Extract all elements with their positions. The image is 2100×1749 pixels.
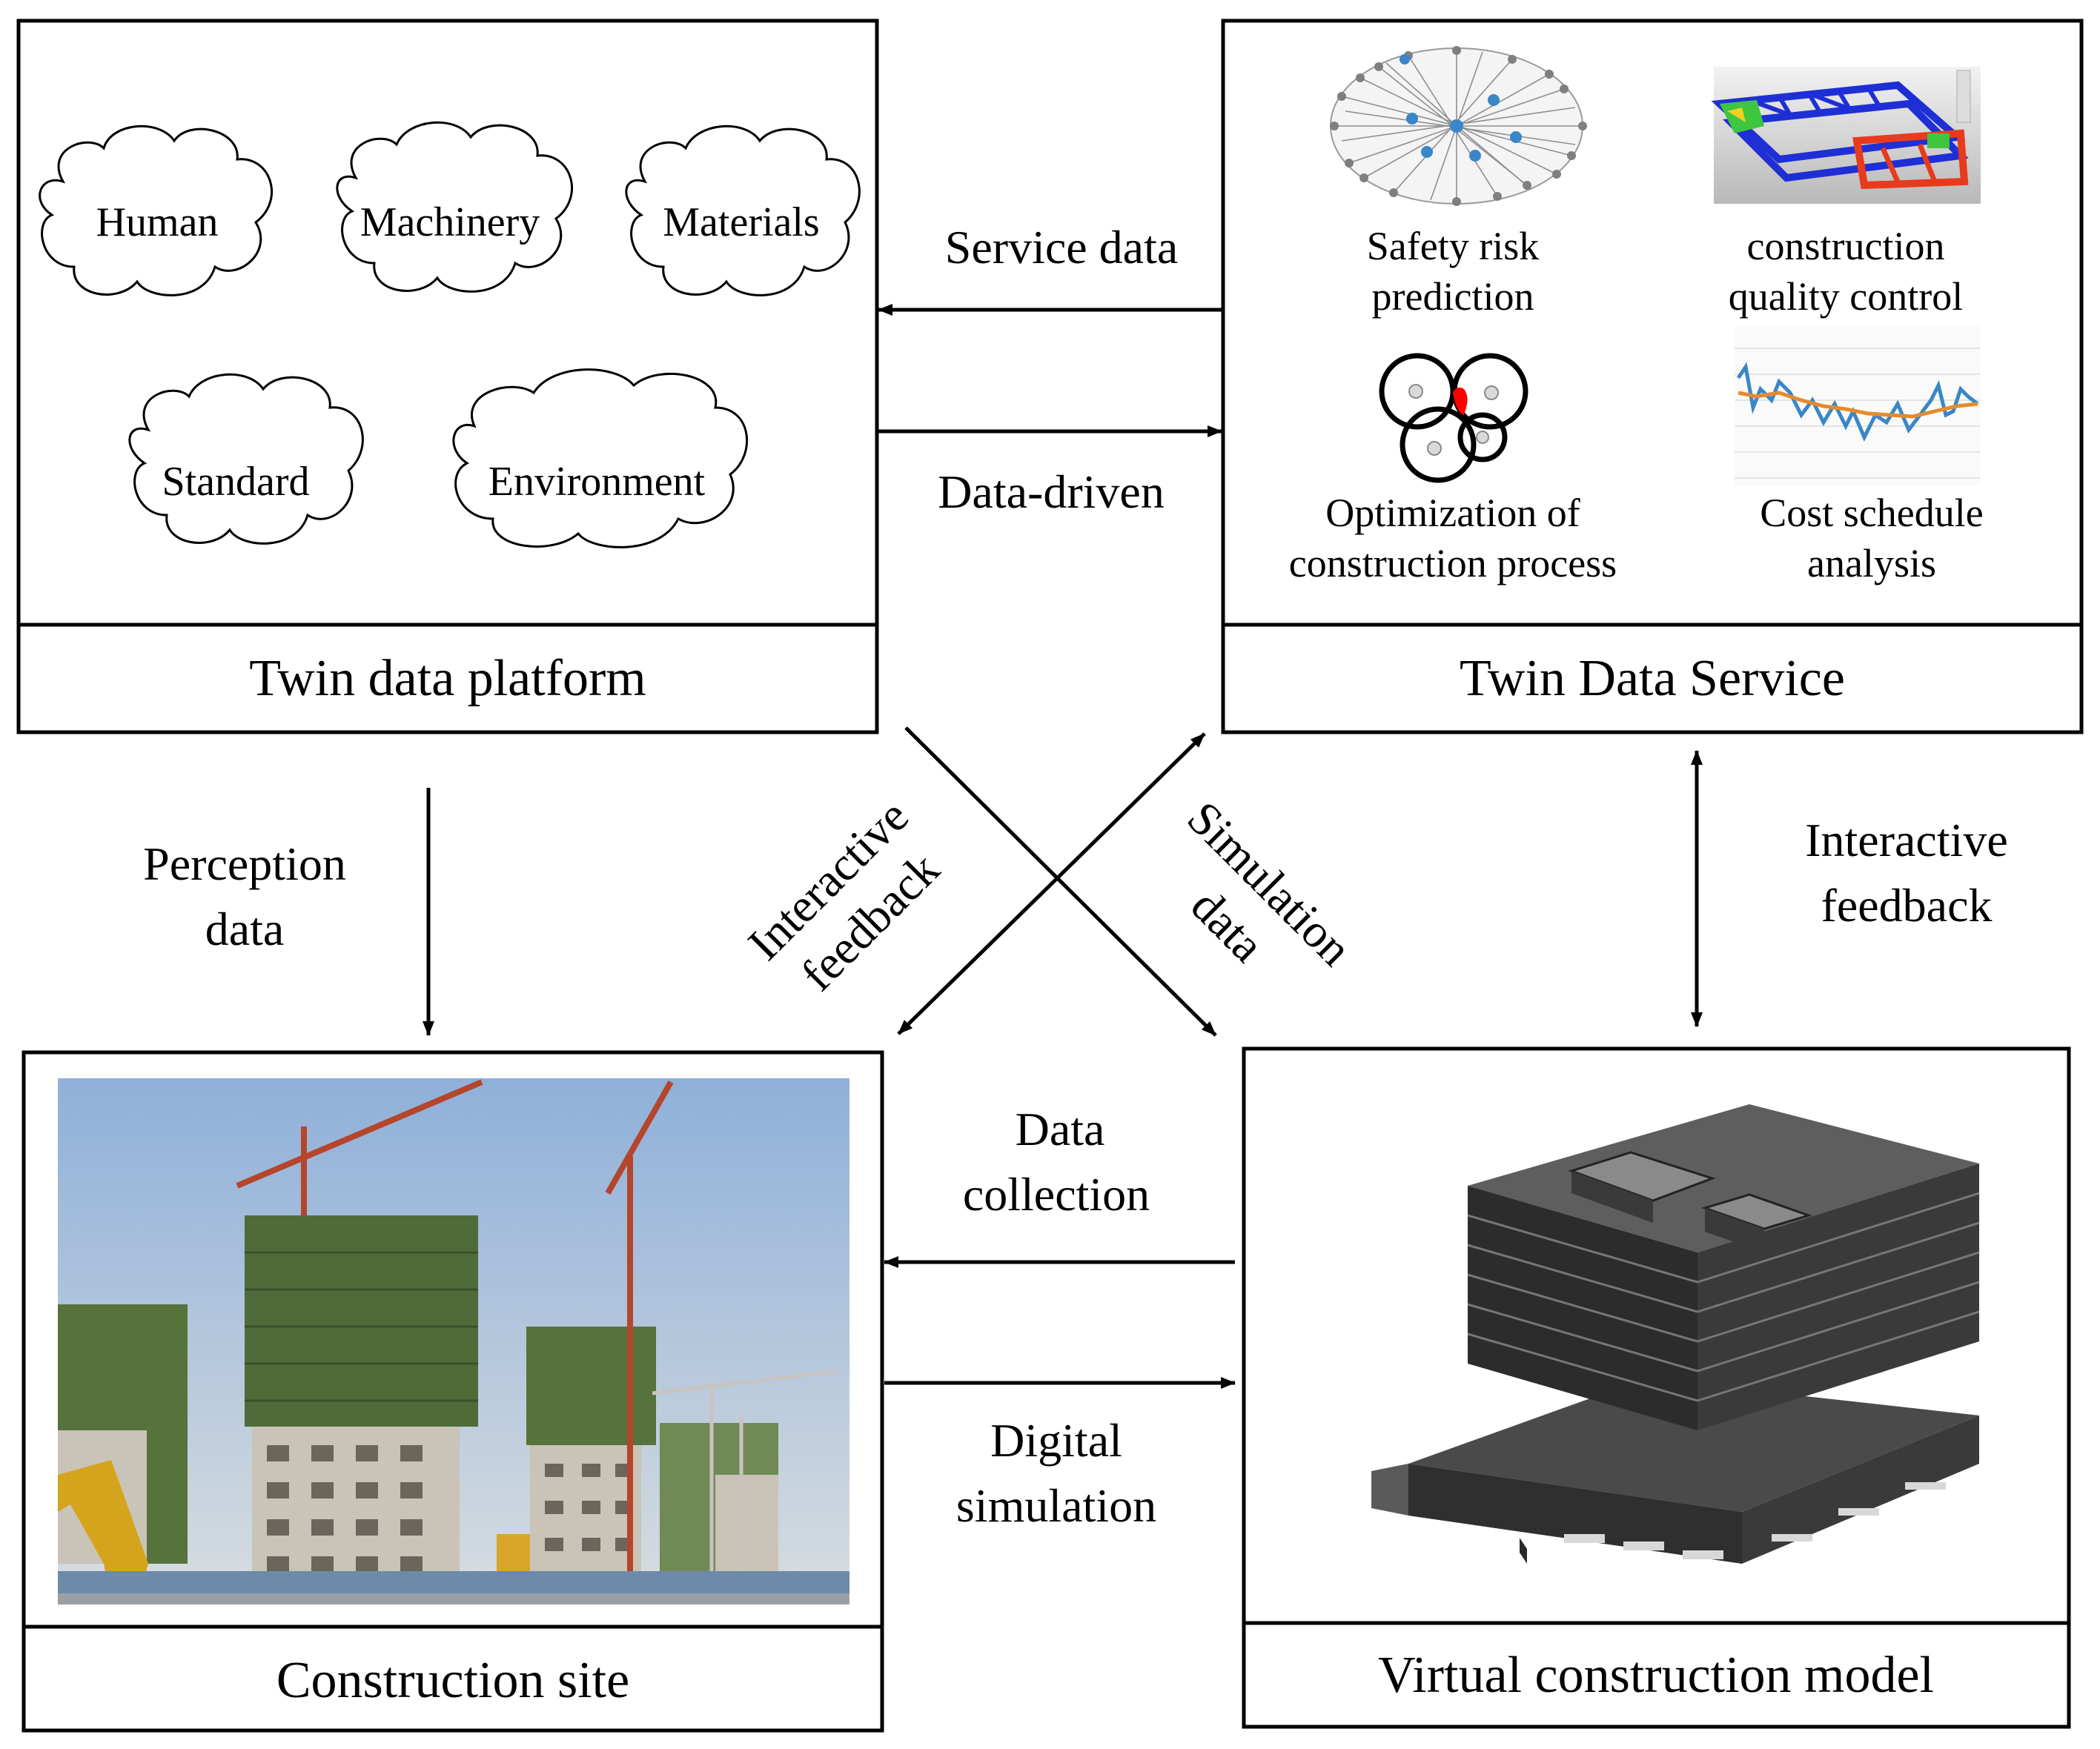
cloud-label-standard: Standard: [162, 459, 309, 505]
label-data-collection-line1: Data: [1016, 1103, 1105, 1155]
construction-site-photo: [58, 1078, 849, 1604]
cloud-label-materials: Materials: [663, 199, 819, 245]
cloud-standard: Standard: [128, 373, 364, 545]
label-interactive-feedback-right-line1: Interactive: [1805, 814, 2008, 866]
cloud-human: Human: [39, 125, 274, 296]
cloud-machinery: Machinery: [336, 121, 574, 293]
twin-data-platform-box: Twin data platform Human Machinery Mater…: [16, 19, 879, 734]
service-label-quality-line2: quality control: [1729, 274, 1963, 319]
label-perception-line2: data: [205, 903, 285, 955]
cloud-label-environment: Environment: [488, 459, 706, 505]
cloud-materials: Materials: [625, 125, 861, 296]
service-label-quality-line1: construction: [1747, 224, 1945, 268]
service-label-safety-line2: prediction: [1372, 274, 1534, 319]
label-interactive-feedback-diag: Interactive feedback: [738, 789, 949, 1000]
line-chart-icon: [1735, 326, 1981, 485]
label-interactive-feedback-right-line2: feedback: [1821, 879, 1993, 932]
arrow-simulation-data: [904, 726, 1217, 1037]
label-simulation-data-line1: Simulation: [1177, 791, 1362, 976]
virtual-construction-model-box: Virtual construction model: [1242, 1046, 2071, 1729]
label-digital-simulation-line2: simulation: [956, 1479, 1156, 1532]
truss-stress-model-icon: [1711, 67, 1981, 204]
3d-building-model: [1371, 1104, 1980, 1564]
construction-site-title: Construction site: [276, 1652, 629, 1709]
service-label-optimization-line2: construction process: [1289, 541, 1617, 585]
service-label-cost-line2: analysis: [1807, 541, 1936, 585]
cloud-label-machinery: Machinery: [360, 199, 540, 245]
label-simulation-data: Simulation data: [1177, 791, 1362, 976]
construction-site-box: Construction site: [21, 1050, 884, 1733]
label-digital-simulation-line1: Digital: [990, 1414, 1122, 1467]
service-label-safety-line1: Safety risk: [1367, 224, 1539, 268]
twin-data-platform-title: Twin data platform: [249, 650, 646, 707]
twin-data-service-title: Twin Data Service: [1460, 650, 1845, 707]
arrows: [423, 304, 1703, 1389]
network-graph-icon: [1330, 46, 1587, 206]
label-data-collection-line2: collection: [963, 1168, 1150, 1221]
virtual-model-title: Virtual construction model: [1378, 1647, 1934, 1704]
service-label-optimization-line1: Optimization of: [1325, 491, 1580, 535]
label-service-data: Service data: [945, 221, 1179, 273]
label-perception-line1: Perception: [143, 837, 346, 890]
arrow-interactive-feedback-diag: [897, 732, 1206, 1035]
circle-intersection-icon: [1379, 353, 1528, 483]
cloud-label-human: Human: [96, 199, 219, 245]
cloud-environment: Environment: [452, 368, 748, 548]
label-data-driven: Data-driven: [938, 465, 1165, 518]
service-label-cost-line1: Cost schedule: [1760, 491, 1983, 535]
twin-data-service-box: Twin Data Service: [1221, 19, 2084, 734]
